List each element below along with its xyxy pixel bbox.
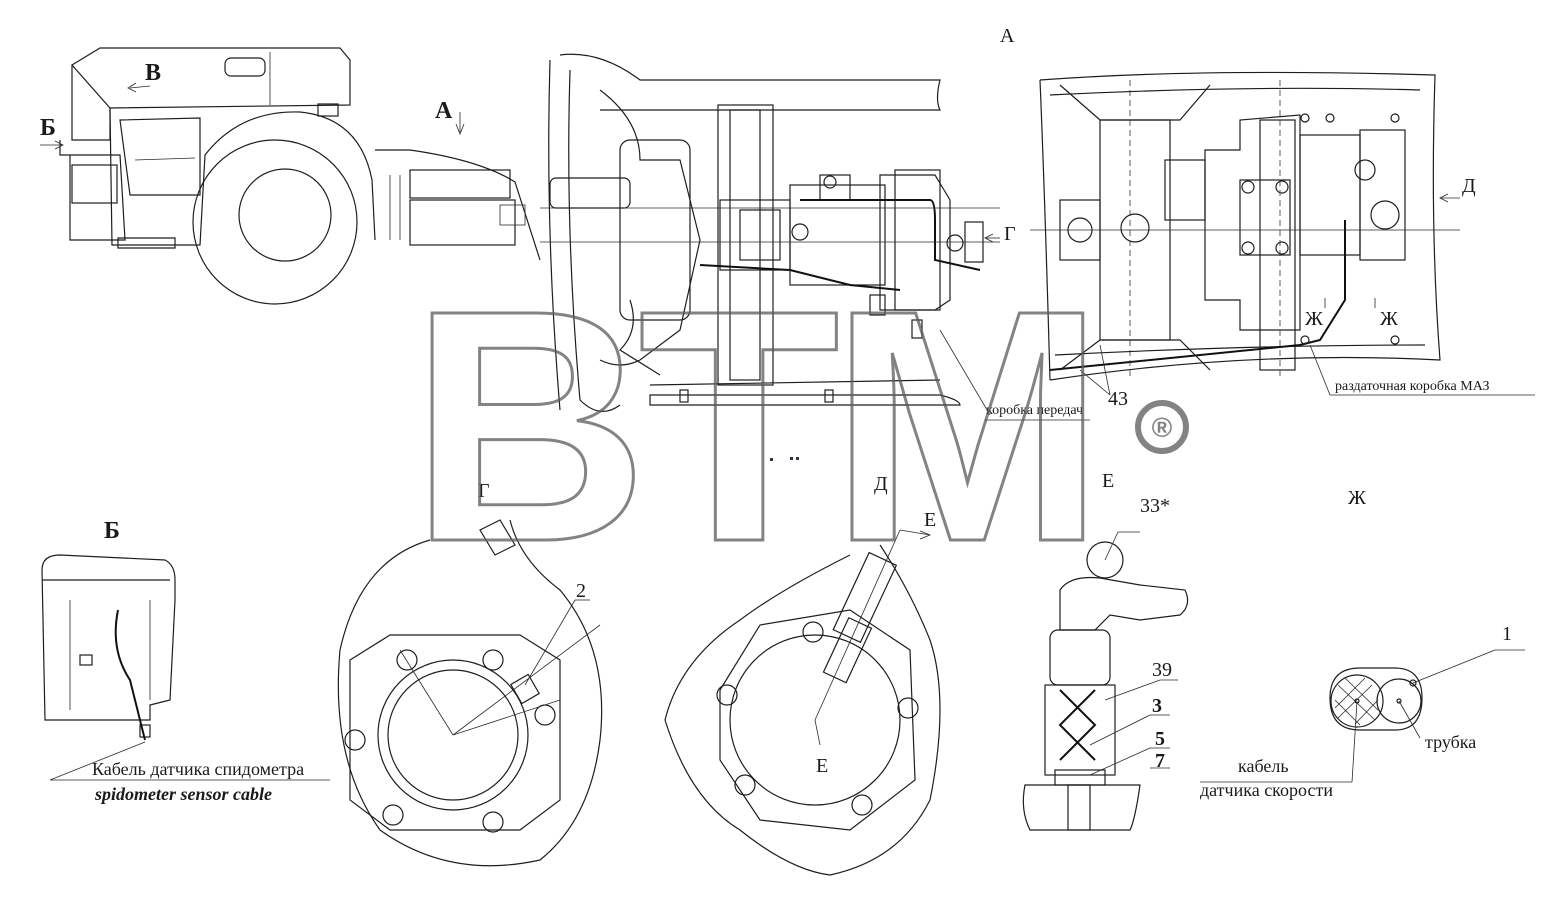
view-v-mark: В — [145, 60, 161, 86]
cab-detail-view — [41, 554, 330, 781]
view-d-title: Д — [874, 473, 888, 495]
gearbox-label: коробка передач — [986, 403, 1083, 418]
view-d-mark: Д — [1462, 175, 1476, 197]
section-e-top-mark: Е — [924, 509, 936, 531]
registered-mark: ® — [1135, 400, 1189, 454]
transfer-case-label: раздаточная коробка МАЗ — [1335, 379, 1489, 394]
view-g-mark: Г — [1004, 223, 1016, 245]
view-e-title: Е — [1102, 470, 1114, 492]
position-43: 43 — [1108, 388, 1128, 410]
view-a-mark: А — [435, 98, 453, 124]
section-zh-right-mark: Ж — [1380, 308, 1398, 330]
watermark-logo: BTM — [410, 241, 1095, 610]
speed-cable-label-line1: кабель — [1238, 756, 1289, 776]
gearbox-plan-view — [540, 53, 1000, 416]
speed-cable-label-en: spidometer sensor cable — [94, 784, 272, 804]
sensor-section-e — [1022, 531, 1189, 831]
position-39: 39 — [1152, 659, 1172, 681]
stray-marks — [770, 457, 799, 461]
transfer-case-plan-view — [1030, 71, 1535, 396]
sensor-housing-view-d — [664, 529, 941, 876]
view-b-mark: Б — [40, 115, 56, 141]
svg-text:®: ® — [1152, 412, 1173, 443]
position-2: 2 — [576, 580, 586, 602]
tube-label: трубка — [1425, 732, 1476, 752]
cable-tube-section-zh — [1200, 649, 1525, 783]
view-b-title: Б — [104, 518, 120, 544]
view-g-title: Г — [478, 480, 490, 502]
view-zh-title: Ж — [1348, 487, 1366, 509]
position-33: 33* — [1140, 495, 1170, 517]
section-zh-left-mark: Ж — [1305, 308, 1323, 330]
speed-cable-label-ru: Кабель датчика спидометра — [92, 759, 304, 779]
sensor-flange-view-g — [337, 519, 603, 867]
truck-side-view — [40, 47, 541, 305]
position-7: 7 — [1155, 750, 1165, 772]
position-1: 1 — [1502, 623, 1512, 645]
section-e-bottom-mark: Е — [816, 755, 828, 777]
position-5: 5 — [1155, 728, 1165, 750]
speed-cable-label-line2: датчика скорости — [1200, 780, 1333, 800]
position-3: 3 — [1152, 695, 1162, 717]
view-a-title: А — [1000, 25, 1015, 47]
